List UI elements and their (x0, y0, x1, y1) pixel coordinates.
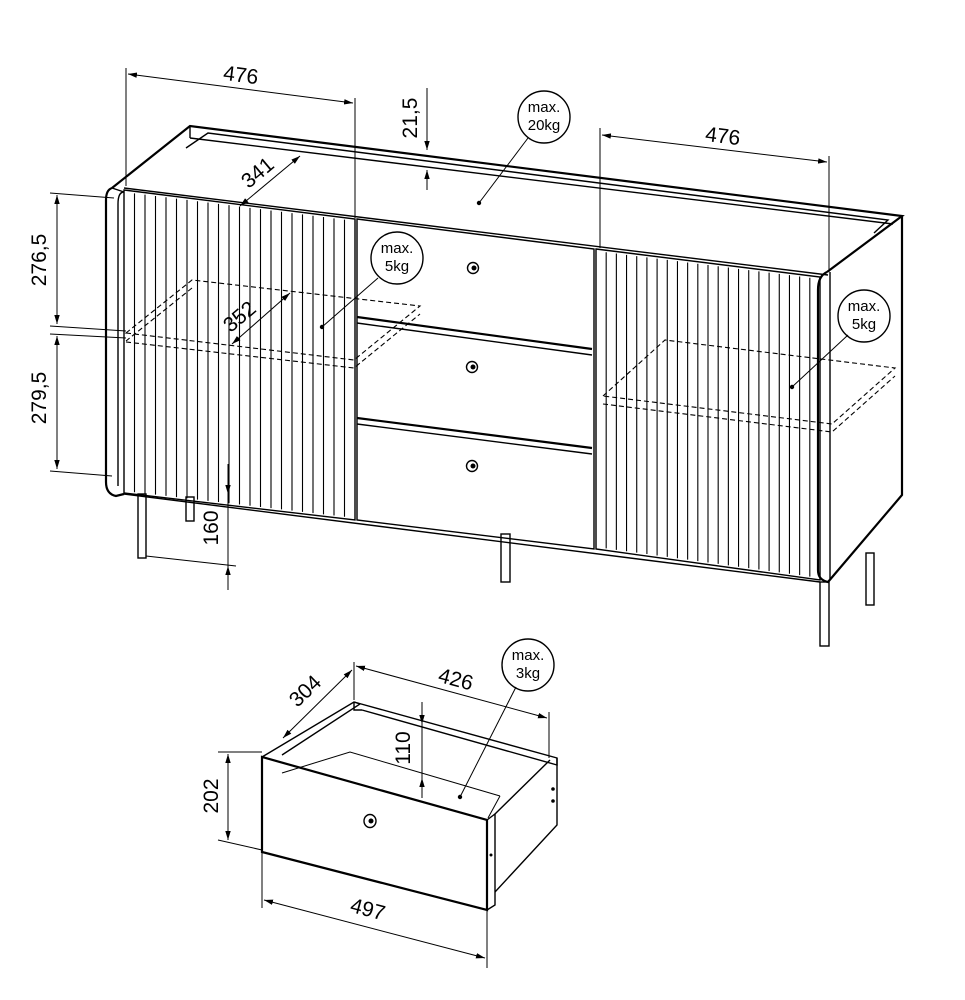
dim-left-door-width: 476 (125, 62, 356, 218)
dim-label: 426 (436, 664, 476, 695)
dim-drawer-inner-height: 110 (392, 702, 425, 798)
dim-label: 476 (222, 62, 260, 89)
load-callout-drawer: max. 3kg (457, 638, 555, 800)
load-callout-left-shelf: max. 5kg (319, 231, 424, 330)
right-shelf-dashed (601, 339, 897, 433)
drawer-knob-icon (465, 459, 479, 473)
dim-label: 160 (200, 510, 223, 545)
load-callout-top: max. 20kg (476, 90, 571, 206)
load-label-line1: max. (528, 99, 561, 116)
drawer-knob-icon (363, 813, 377, 829)
dim-leg-height: 160 (145, 464, 237, 590)
dim-inner-depth: 341 (237, 153, 301, 207)
right-door (595, 248, 821, 581)
dim-right-door-width: 476 (599, 123, 830, 272)
load-label-line2: 5kg (852, 316, 876, 333)
dim-label: 341 (237, 153, 279, 193)
dim-shelf-depth: 352 (219, 292, 291, 345)
left-shelf-dashed (124, 279, 422, 369)
dim-label: 276,5 (28, 234, 51, 287)
dim-label: 497 (348, 894, 388, 925)
dim-label: 476 (704, 123, 742, 150)
load-label-line2: 20kg (528, 117, 561, 134)
dim-drawer-depth: 304 (282, 662, 355, 739)
dim-drawer-front-height: 202 (200, 751, 263, 851)
load-label-line2: 5kg (385, 258, 409, 275)
dim-label: 110 (392, 731, 415, 764)
center-drawers (356, 218, 595, 550)
dim-label: 304 (285, 671, 326, 712)
dim-top-thickness: 21,5 (399, 88, 430, 190)
drawer-knob-icon (465, 360, 479, 374)
dim-upper-height: 276,5 (28, 192, 127, 332)
load-label-line1: max. (848, 298, 881, 315)
right-door-flutes (605, 252, 811, 577)
load-label-line1: max. (381, 240, 414, 257)
dim-label: 202 (200, 778, 223, 813)
dim-drawer-front-width: 497 (261, 852, 488, 968)
load-label-line2: 3kg (516, 665, 540, 682)
load-callout-right-shelf: max. 5kg (789, 289, 891, 390)
dim-label: 279,5 (28, 372, 51, 425)
drawer-knob-icon (466, 261, 480, 275)
dim-lower-height: 279,5 (28, 333, 127, 477)
load-label-line1: max. (512, 647, 545, 664)
legs (137, 493, 875, 647)
sideboard-body (104, 124, 905, 584)
dim-label: 352 (219, 297, 261, 337)
dim-label: 21,5 (399, 98, 422, 139)
